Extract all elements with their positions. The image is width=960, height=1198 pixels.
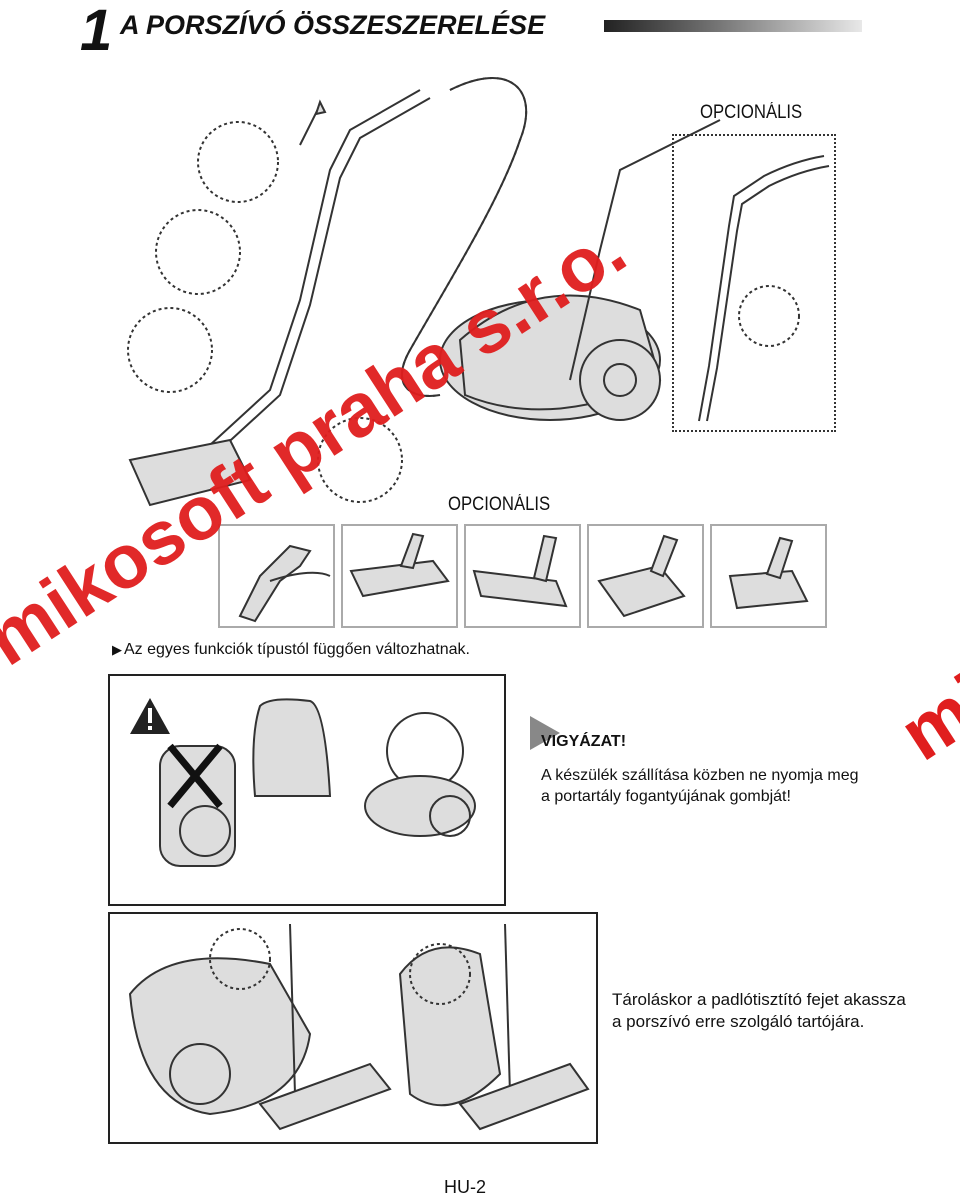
storage-text: Tároláskor a padlótisztító fejet akassza… [612,990,906,1031]
watermark-edge: mi [885,657,960,778]
page-number: HU-2 [444,1177,487,1197]
feature-note-text: Az egyes funkciók típustól függően válto… [124,641,470,658]
carrying-warning-illustration [108,674,506,906]
optional-label-top: OPCIONÁLIS [700,102,803,123]
vacuum-assembly-illustration [127,77,721,507]
feature-note: ▶Az egyes funkciók típustól függően vált… [112,641,470,659]
thumbnail-parquet-brush [341,524,458,628]
thumbnail-turbo-brush [587,524,704,628]
thumbnail-handle [218,524,335,628]
header-gradient-bar [604,20,862,32]
storage-illustration [108,912,598,1144]
optional-label-middle: OPCIONÁLIS [448,494,551,515]
warning-arrow-icon [530,716,560,750]
thumbnail-floor-brush [464,524,581,628]
optional-wand-box [672,134,836,432]
note-arrow-icon: ▶ [112,642,122,657]
page-title: A PORSZÍVÓ ÖSSZESZERELÉSE [120,10,546,40]
thumbnail-mini-turbo-brush [710,524,827,628]
section-number: 1 [80,0,112,63]
warning-text: A készülék szállítása közben ne nyomja m… [541,767,859,805]
warning-title: VIGYÁZAT! [541,733,627,750]
